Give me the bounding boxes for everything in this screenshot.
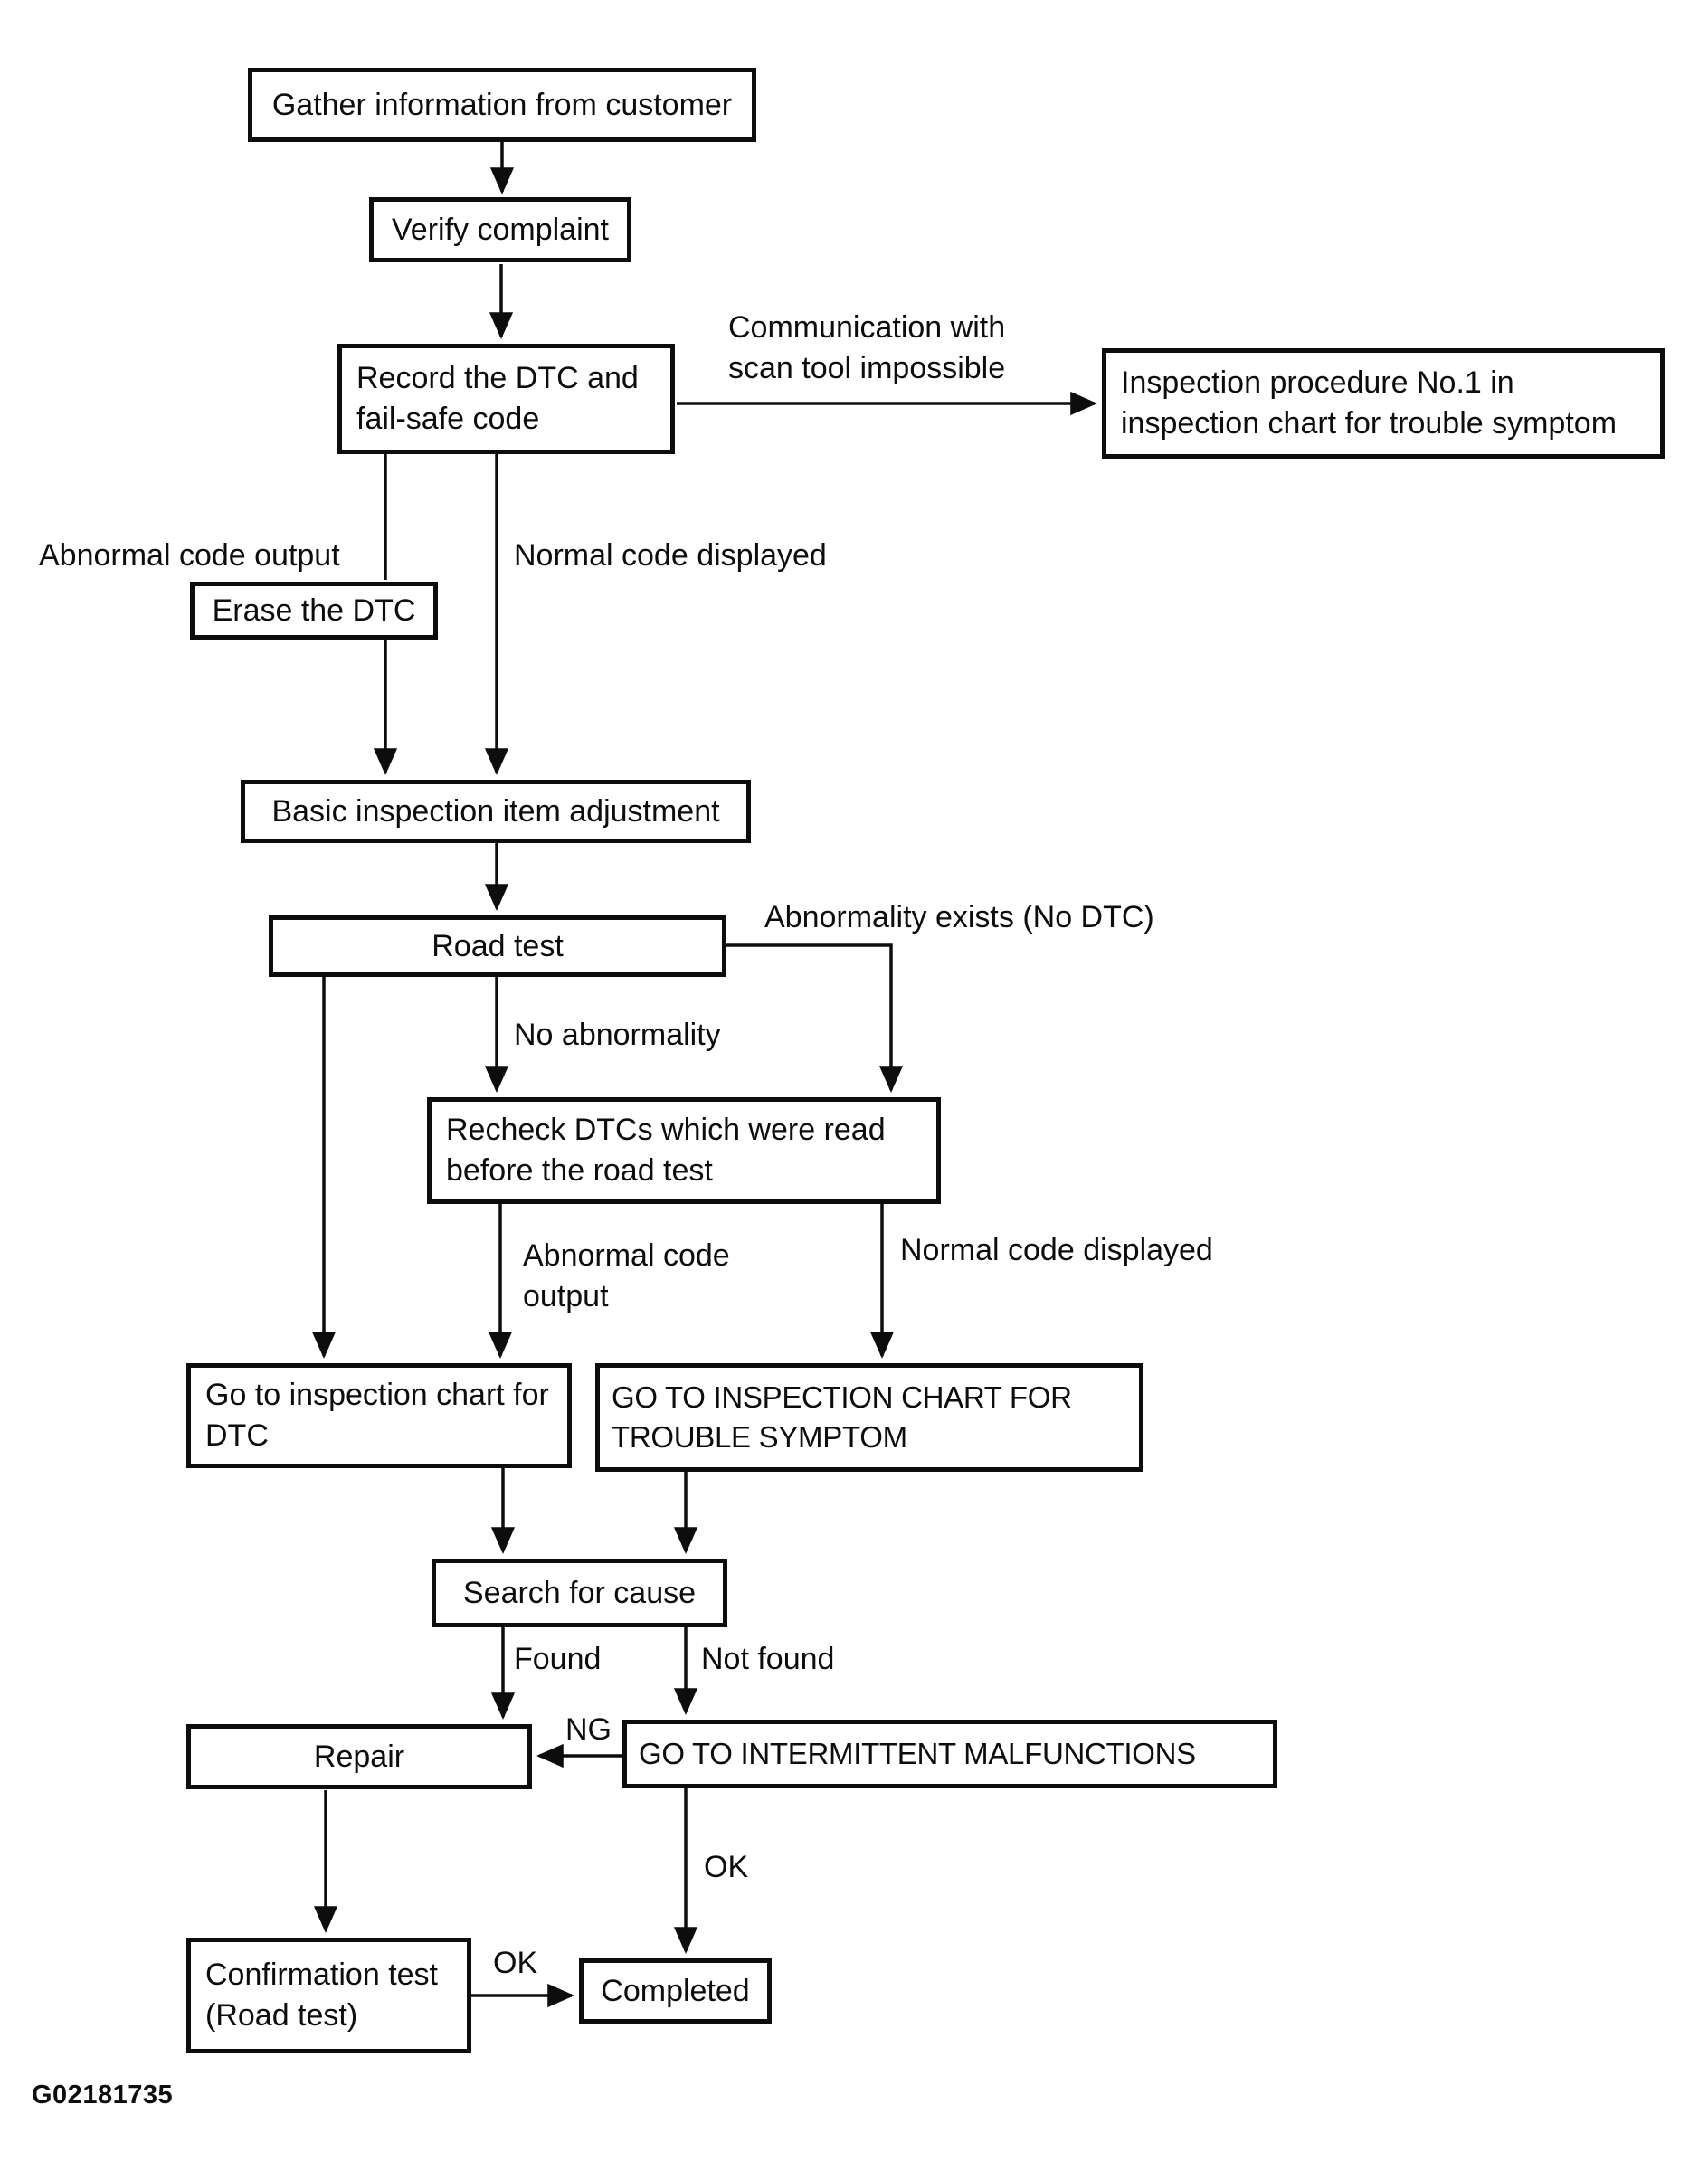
- node-goto-intermittent-malfunctions: GO TO INTERMITTENT MALFUNCTIONS: [622, 1720, 1277, 1788]
- node-verify-complaint: Verify complaint: [369, 197, 631, 262]
- label-ok-intermittent: OK: [704, 1850, 749, 1884]
- node-recheck-dtcs: Recheck DTCs which were read before the …: [427, 1097, 941, 1204]
- node-inspection-procedure-no1: Inspection procedure No.1 in inspection …: [1102, 348, 1665, 459]
- label-not-found: Not found: [701, 1642, 835, 1676]
- node-record-dtc: Record the DTC and fail-safe code: [337, 344, 675, 454]
- label-normal-code-displayed-2: Normal code displayed: [900, 1233, 1213, 1267]
- label-normal-code-displayed-1: Normal code displayed: [514, 538, 827, 573]
- label-communication-impossible: Communication with scan tool impossible: [728, 310, 1006, 385]
- label-abnormal-code-output-2: Abnormal code output: [523, 1238, 730, 1313]
- node-erase-dtc: Erase the DTC: [190, 582, 438, 640]
- label-abnormal-code-output-1: Abnormal code output: [39, 538, 340, 573]
- node-goto-inspection-chart-dtc: Go to inspection chart for DTC: [186, 1363, 572, 1468]
- label-ok-confirmation: OK: [493, 1946, 538, 1980]
- node-confirmation-test: Confirmation test (Road test): [186, 1938, 471, 2053]
- label-abnormality-exists: Abnormality exists (No DTC): [764, 900, 1154, 934]
- node-completed: Completed: [579, 1958, 772, 2024]
- node-repair: Repair: [186, 1724, 532, 1789]
- node-road-test: Road test: [269, 915, 726, 977]
- node-search-for-cause: Search for cause: [432, 1559, 727, 1627]
- label-found: Found: [514, 1642, 602, 1676]
- node-basic-inspection: Basic inspection item adjustment: [241, 780, 751, 843]
- label-no-abnormality: No abnormality: [514, 1018, 721, 1052]
- label-ng: NG: [565, 1712, 612, 1747]
- node-goto-inspection-chart-trouble-symptom: GO TO INSPECTION CHART FOR TROUBLE SYMPT…: [595, 1363, 1143, 1472]
- node-gather-information: Gather information from customer: [248, 68, 756, 142]
- edge-roadtest-recheck-elbow: [726, 943, 904, 1093]
- figure-id: G02181735: [32, 2081, 174, 2109]
